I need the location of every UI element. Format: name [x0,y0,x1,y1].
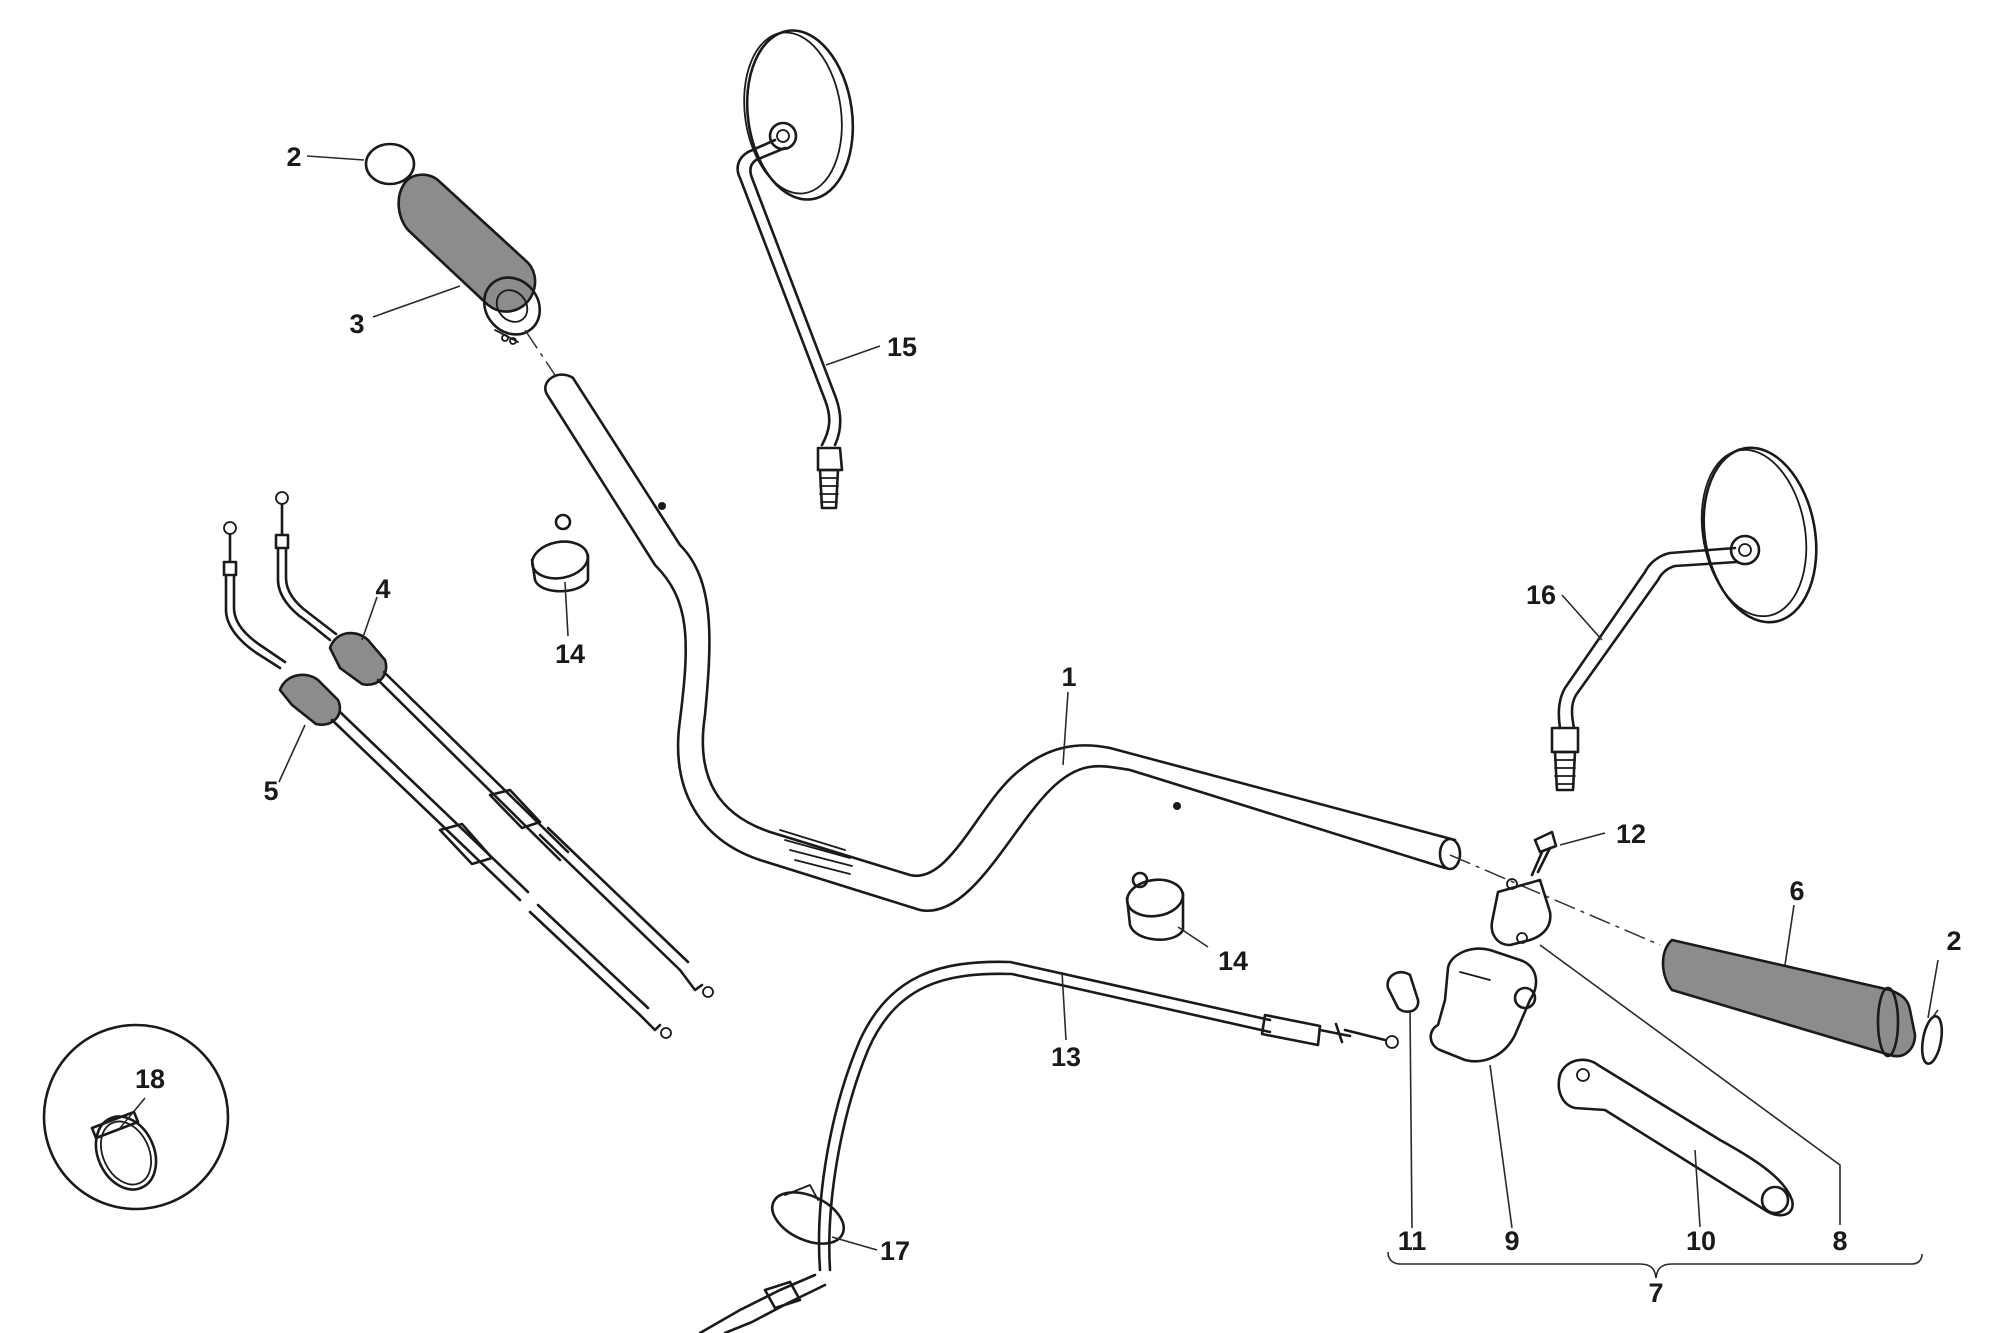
callout-10: 10 [1686,1226,1716,1256]
handlebar [544,373,1462,913]
callout-11: 11 [1398,1226,1427,1256]
callout-17: 17 [880,1236,910,1266]
lever-bracket [1429,947,1538,1063]
throttle-cable-open [274,491,714,998]
left-grip [397,173,542,345]
clutch-cable [698,960,1399,1333]
right-grip [1661,938,1917,1058]
callout-15: 15 [887,332,917,362]
callout-5: 5 [263,776,278,806]
callout-labels: 1 2 2 3 4 5 6 7 8 9 10 11 12 13 14 14 15… [135,142,1962,1308]
clutch-lever [1557,1058,1794,1217]
callout-12: 12 [1616,819,1646,849]
left-mirror [736,29,855,510]
callout-2-right: 2 [1946,926,1961,956]
lever-pivot-bush [1386,970,1420,1014]
lever-screw [1530,830,1558,877]
callout-4: 4 [375,574,390,604]
callout-3: 3 [349,309,364,339]
throttle-cable-close [222,521,672,1039]
callout-14-upper: 14 [555,639,585,669]
callout-7: 7 [1648,1278,1663,1308]
callout-16: 16 [1526,580,1556,610]
cable-tie-detail [42,1023,230,1211]
callout-9: 9 [1504,1226,1519,1256]
left-end-cap [364,142,416,186]
right-end-cap [1920,1015,1944,1065]
callout-6: 6 [1789,876,1804,906]
clamp-upper [530,513,590,593]
callout-18: 18 [135,1064,165,1094]
right-mirror [1550,446,1818,792]
callout-8: 8 [1832,1226,1847,1256]
callout-13: 13 [1051,1042,1081,1072]
right-grip-axis [1449,854,1661,946]
clamp-lower [1125,871,1185,941]
callout-14-lower: 14 [1218,946,1248,976]
callout-2-left: 2 [286,142,301,172]
lever-clamp [1490,878,1552,947]
left-grip-axis [524,329,556,376]
callout-1: 1 [1061,662,1076,692]
leader-lines [119,155,1939,1279]
cable-tie [771,1184,845,1245]
